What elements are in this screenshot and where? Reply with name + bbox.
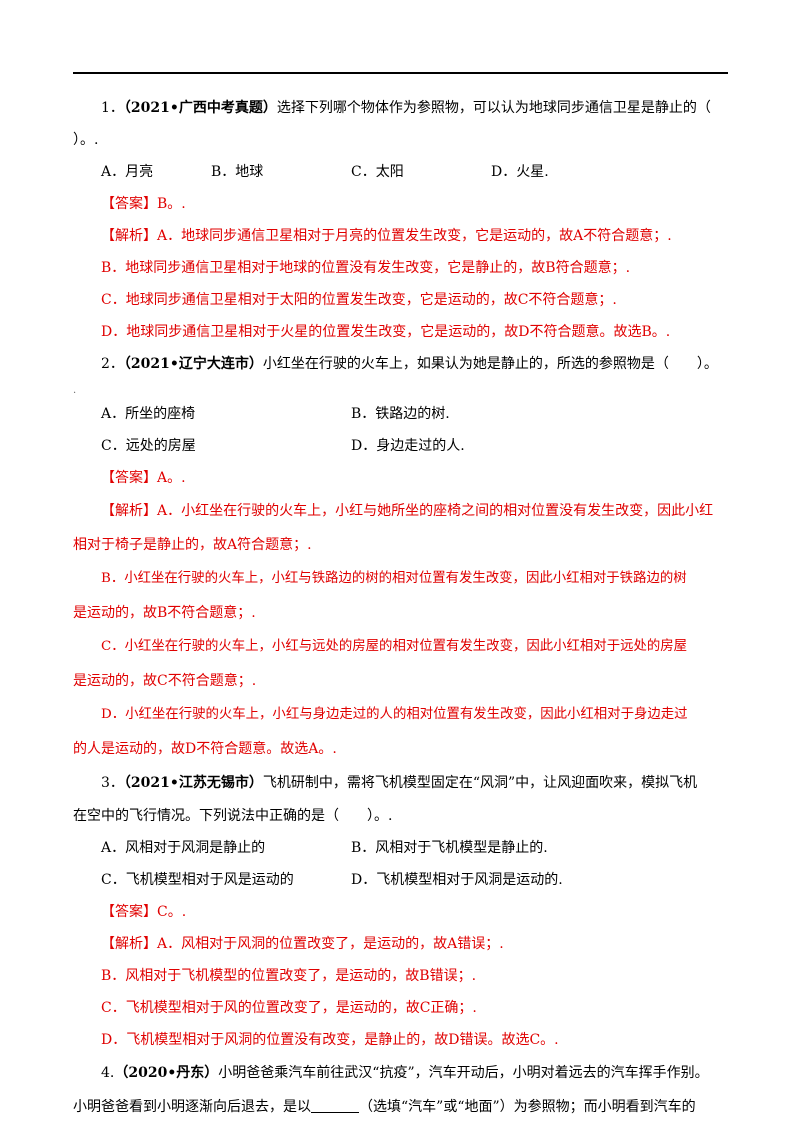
q3-analysis-c: C．飞机模型相对于风的位置改变了，是运动的，故C正确；. — [101, 1000, 477, 1016]
q2-analysis-a2: 相对于椅子是静止的，故A符合题意；. — [73, 537, 312, 553]
q1-stem-line2: ）。. — [73, 124, 728, 156]
q4-stem-b1: 小明爸爸看到小明逐渐向后退去，是以 — [73, 1099, 311, 1115]
q1-option-b: B．地球 — [211, 164, 264, 180]
q3-options-row2: C．飞机模型相对于风是运动的 D．飞机模型相对于风洞是运动的. — [73, 864, 728, 896]
q1-stem-line1: 1．（2021•广西中考真题）选择下列哪个物体作为参照物，可以认为地球同步通信卫… — [73, 92, 728, 124]
q2-marker: . — [73, 385, 77, 396]
q1-analysis-line1: 【解析】A．地球同步通信卫星相对于月亮的位置发生改变，它是运动的，故A不符合题意… — [73, 220, 728, 252]
q2-options-row2: C．远处的房屋 D．身边走过的人. — [73, 430, 728, 462]
q1-stem-a: 选择下列哪个物体作为参照物，可以认为地球同步通信卫星是静止的（ — [276, 100, 711, 116]
q1-analysis-c: C．地球同步通信卫星相对于太阳的位置发生改变，它是运动的，故C不符合题意；. — [101, 292, 617, 308]
q3-option-b: B．风相对于飞机模型是静止的. — [351, 840, 548, 856]
q2-answer: 【答案】A。. — [101, 470, 186, 486]
q2-analysis-b1: B．小红坐在行驶的火车上，小红与铁路边的树的相对位置有发生改变，因此小红相对于铁… — [101, 571, 687, 586]
q2-option-c: C．远处的房屋 — [101, 438, 196, 454]
q2-analysis-line1: 【解析】A．小红坐在行驶的火车上，小红与她所坐的座椅之间的相对位置没有发生改变，… — [73, 494, 728, 528]
q3-analysis-d: D．飞机模型相对于风洞的位置没有改变，是静止的，故D错误。故选C。. — [101, 1032, 559, 1048]
q3-analysis-line1: 【解析】A．风相对于风洞的位置改变了，是运动的，故A错误；. — [73, 928, 728, 960]
q2-analysis-c2: 是运动的，故C不符合题意；. — [73, 673, 257, 689]
q2-analysis-d2: 的人是运动的，故D不符合题意。故选A。. — [73, 741, 337, 757]
q1-source: （2021•广西中考真题） — [123, 100, 277, 116]
q2-stem-text: 小红坐在行驶的火车上，如果认为她是静止的，所选的参照物是（ ）。 — [262, 356, 718, 372]
q4-source: （2020•丹东） — [114, 1065, 219, 1081]
q3-stem-line2: 在空中的飞行情况。下列说法中正确的是（ ）。. — [73, 808, 393, 824]
q2-number: 2． — [101, 356, 124, 372]
q2-stem: 2．（2021•辽宁大连市）小红坐在行驶的火车上，如果认为她是静止的，所选的参照… — [73, 348, 728, 380]
q3-options-row1: A．风相对于风洞是静止的 B．风相对于飞机模型是静止的. — [73, 832, 728, 864]
q4-stem-line2: 小明爸爸看到小明逐渐向后退去，是以 （选填“汽车”或“地面”）为参照物；而小明看到… — [73, 1090, 728, 1124]
q4-number: 4. — [101, 1065, 115, 1081]
q4-stem-a: 小明爸爸乘汽车前往武汉“抗疫”，汽车开动后，小明对着远去的汽车挥手作别。 — [218, 1065, 709, 1081]
q3-option-d: D．飞机模型相对于风洞是运动的. — [351, 872, 563, 888]
q2-analysis-a1: A．小红坐在行驶的火车上，小红与她所坐的座椅之间的相对位置没有发生改变，因此小红 — [157, 503, 714, 519]
q3-analysis-a: A．风相对于风洞的位置改变了，是运动的，故A错误；. — [157, 936, 504, 952]
q2-options-row1: A．所坐的座椅 B．铁路边的树. — [73, 398, 728, 430]
q3-option-c: C．飞机模型相对于风是运动的 — [101, 872, 294, 888]
q1-answer: 【答案】B。. — [101, 196, 186, 212]
q2-analysis-c1: C．小红坐在行驶的火车上，小红与远处的房屋的相对位置有发生改变，因此小红相对于远… — [101, 639, 688, 654]
q1-stem-b: ）。. — [73, 132, 99, 148]
header-rule — [73, 72, 728, 74]
q2-analysis-label: 【解析】 — [101, 503, 157, 519]
q1-options: A．月亮 B．地球 C．太阳 D．火星. — [73, 156, 728, 188]
q2-source: （2021•辽宁大连市） — [123, 356, 263, 372]
q2-analysis-b2: 是运动的，故B不符合题意；. — [73, 605, 256, 621]
q3-option-a: A．风相对于风洞是静止的 — [101, 840, 266, 856]
q3-analysis-label: 【解析】 — [101, 936, 157, 952]
q2-analysis-d1: D．小红坐在行驶的火车上，小红与身边走过的人的相对位置有发生改变，因此小红相对于… — [101, 707, 688, 722]
q3-answer: 【答案】C。. — [101, 904, 187, 920]
q2-marker-line: . — [73, 380, 728, 398]
q3-source: （2021•江苏无锡市） — [123, 775, 263, 791]
q1-number: 1． — [101, 100, 124, 116]
q1-analysis-b: B．地球同步通信卫星相对于地球的位置没有发生改变，它是静止的，故B符合题意；. — [101, 260, 631, 276]
q3-number: 3． — [101, 775, 124, 791]
q2-option-d: D．身边走过的人. — [351, 438, 465, 454]
q1-analysis-d: D．地球同步通信卫星相对于火星的位置发生改变，它是运动的，故D不符合题意。故选B… — [101, 324, 671, 340]
q3-stem-line1: 3．（2021•江苏无锡市）飞机研制中，需将飞机模型固定在“风洞”中，让风迎面吹… — [73, 766, 728, 800]
q1-analysis-a: A．地球同步通信卫星相对于月亮的位置发生改变，它是运动的，故A不符合题意；. — [157, 228, 672, 244]
q2-option-b: B．铁路边的树. — [351, 406, 450, 422]
q4-stem-b2: （选填“汽车”或“地面”）为参照物；而小明看到汽车的 — [359, 1099, 696, 1115]
q4-stem-line1: 4.（2020•丹东）小明爸爸乘汽车前往武汉“抗疫”，汽车开动后，小明对着远去的… — [73, 1056, 728, 1090]
q2-option-a: A．所坐的座椅 — [101, 406, 196, 422]
q3-analysis-b: B．风相对于飞机模型的位置改变了，是运动的，故B错误；. — [101, 968, 477, 984]
q1-option-d: D．火星. — [491, 164, 549, 180]
q1-option-c: C．太阳 — [351, 164, 404, 180]
q1-analysis-label: 【解析】 — [101, 228, 157, 244]
q3-stem-a: 飞机研制中，需将飞机模型固定在“风洞”中，让风迎面吹来，模拟飞机 — [262, 775, 698, 791]
question-content: 1．（2021•广西中考真题）选择下列哪个物体作为参照物，可以认为地球同步通信卫… — [73, 92, 728, 1124]
q4-answer-blank — [311, 1098, 359, 1113]
q1-option-a: A．月亮 — [101, 164, 154, 180]
